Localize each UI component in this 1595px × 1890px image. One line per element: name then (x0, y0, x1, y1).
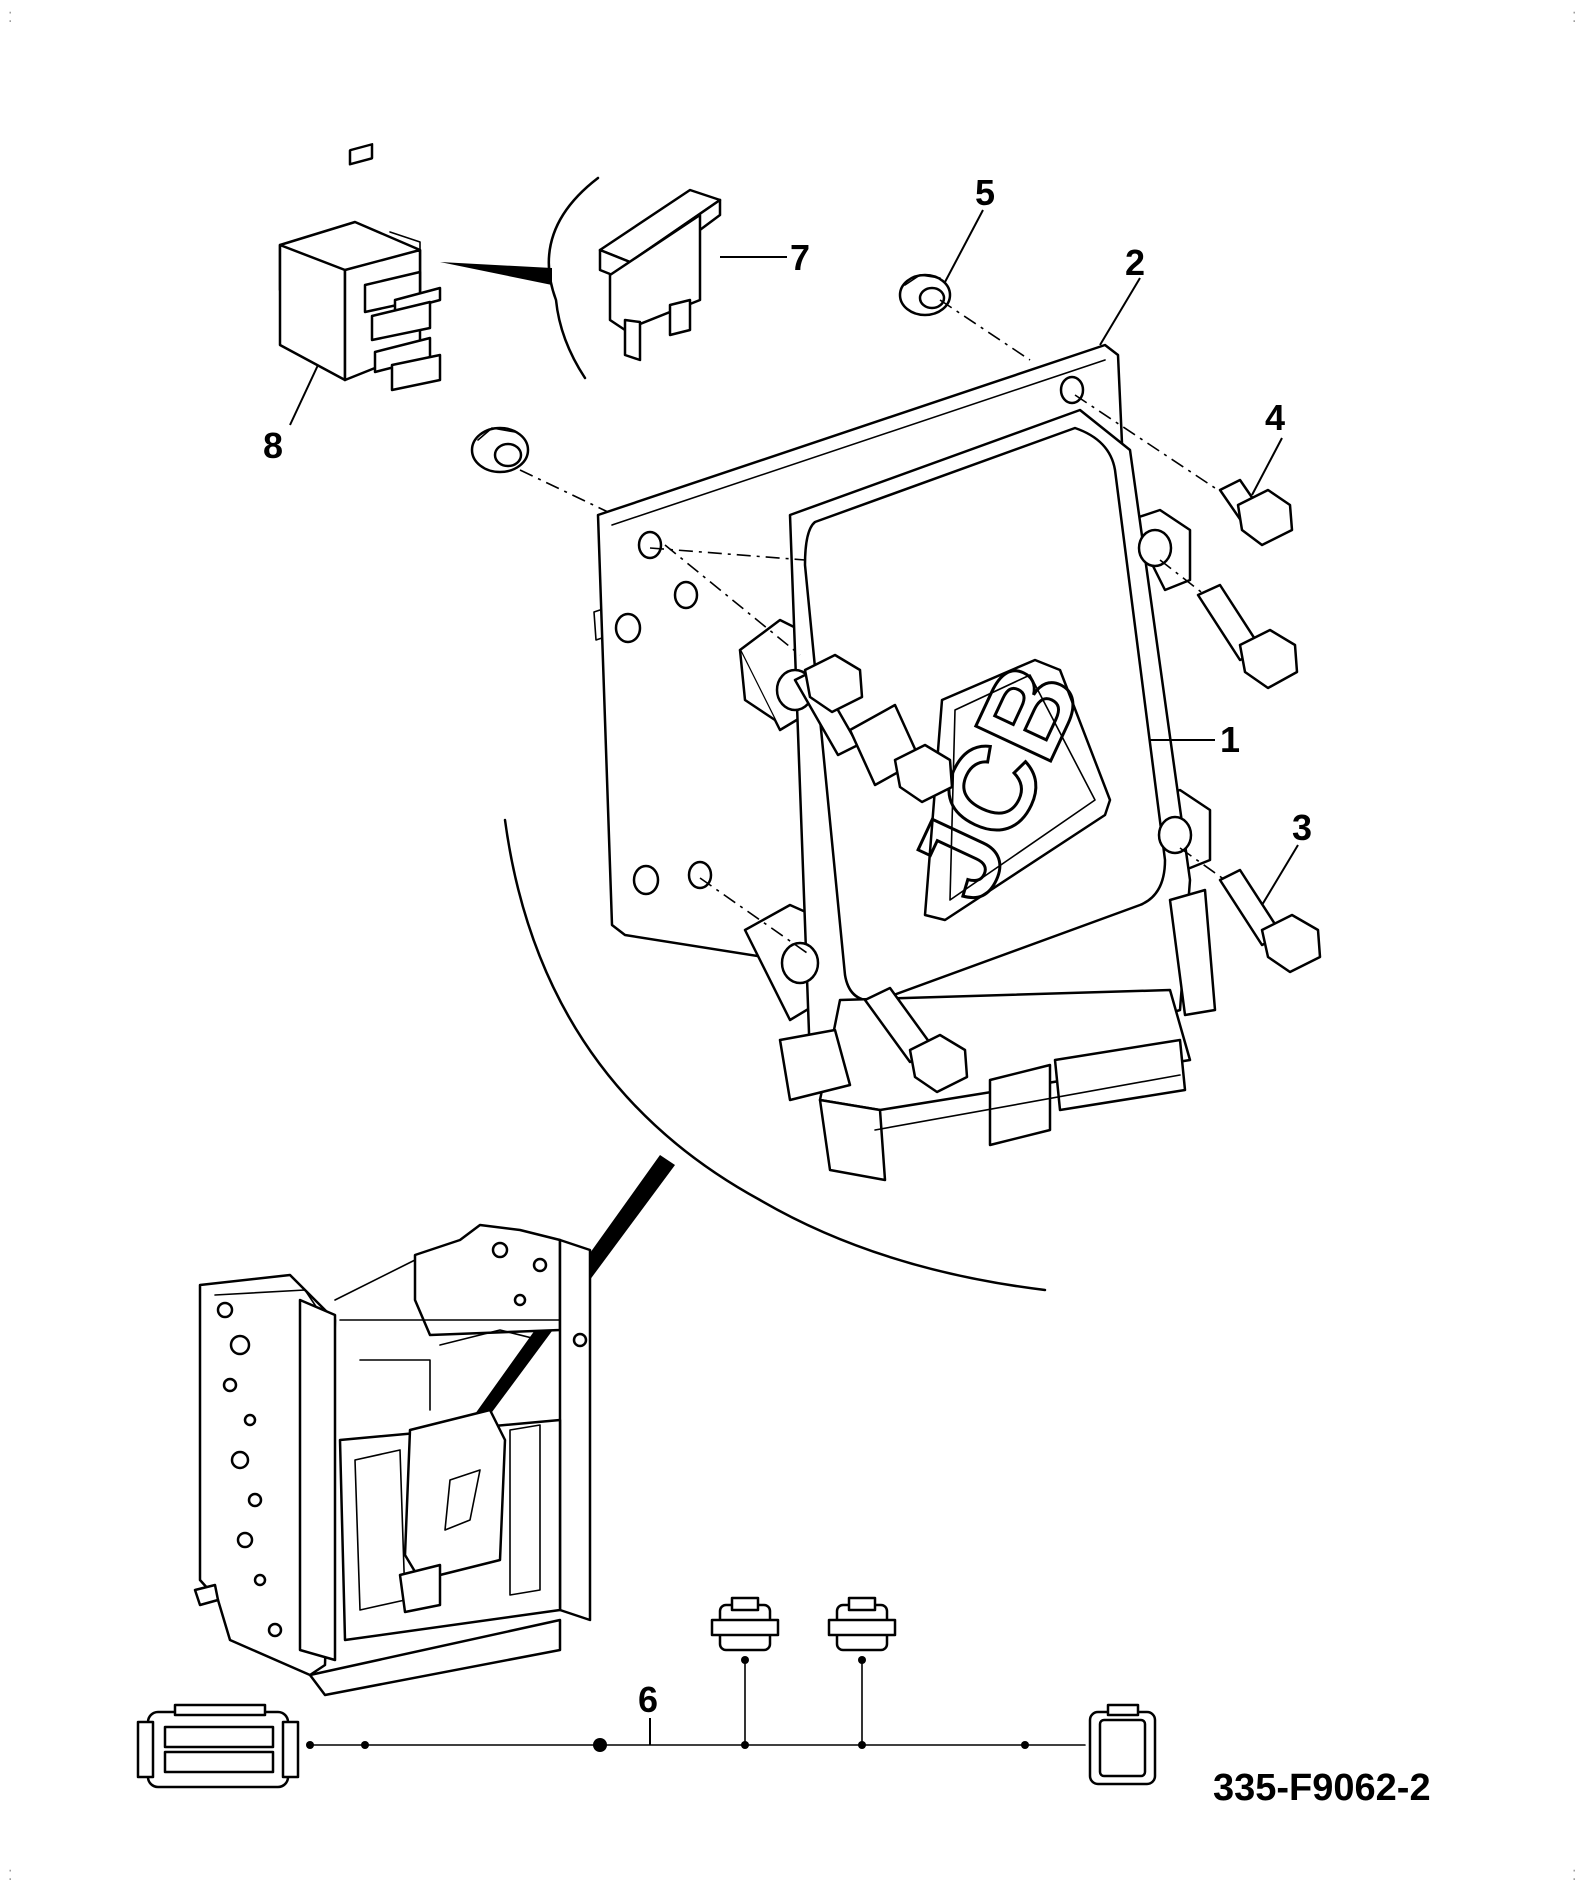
callout-1: 1 (1220, 719, 1240, 760)
figure-id: 335-F9062-2 (1213, 1767, 1431, 1809)
jcb-logo-plate (923, 658, 1112, 922)
ecu-detail-arc (503, 818, 1047, 1292)
ecu-bolt-upper-left (793, 653, 954, 804)
svg-text:⁚: ⁚ (8, 9, 12, 25)
connector-2-way-b (827, 1596, 897, 1652)
callout-3: 3 (1292, 807, 1312, 848)
ecu: JCB (738, 408, 1217, 1182)
callout-8: 8 (263, 425, 283, 466)
nut-lower (470, 426, 530, 474)
fuse-detail-arc (547, 176, 600, 380)
callout-7: 7 (790, 237, 810, 278)
svg-text:⁚: ⁚ (8, 1867, 12, 1883)
ecu-bolt-upper-right (1196, 583, 1299, 690)
callout-4: 4 (1265, 397, 1285, 438)
connector-12-way (136, 1703, 300, 1789)
nut-upper (898, 273, 952, 317)
plate-bolt (1218, 478, 1294, 547)
machine-frame (193, 1223, 592, 1697)
registration-marks: ⁚ ⁚ ⁚ ⁚ (8, 9, 1576, 1883)
callout-6: 6 (638, 1679, 658, 1720)
svg-text:⁚: ⁚ (1572, 1867, 1576, 1883)
ecu-bolt-lower-left (863, 986, 969, 1094)
relay-fuse-pointer (440, 262, 552, 285)
harness (136, 1596, 1157, 1789)
connector-2-way-a (710, 1596, 780, 1652)
ecu-bolt-lower-right (1218, 868, 1322, 974)
callout-2: 2 (1125, 242, 1145, 283)
leader-lines (289, 209, 1299, 1745)
svg-text:⁚: ⁚ (1572, 9, 1576, 25)
fuse (598, 188, 722, 362)
alignment-lines (519, 299, 1226, 956)
connector-6-way (1088, 1703, 1157, 1786)
callout-5: 5 (975, 172, 995, 213)
relay (278, 143, 442, 392)
